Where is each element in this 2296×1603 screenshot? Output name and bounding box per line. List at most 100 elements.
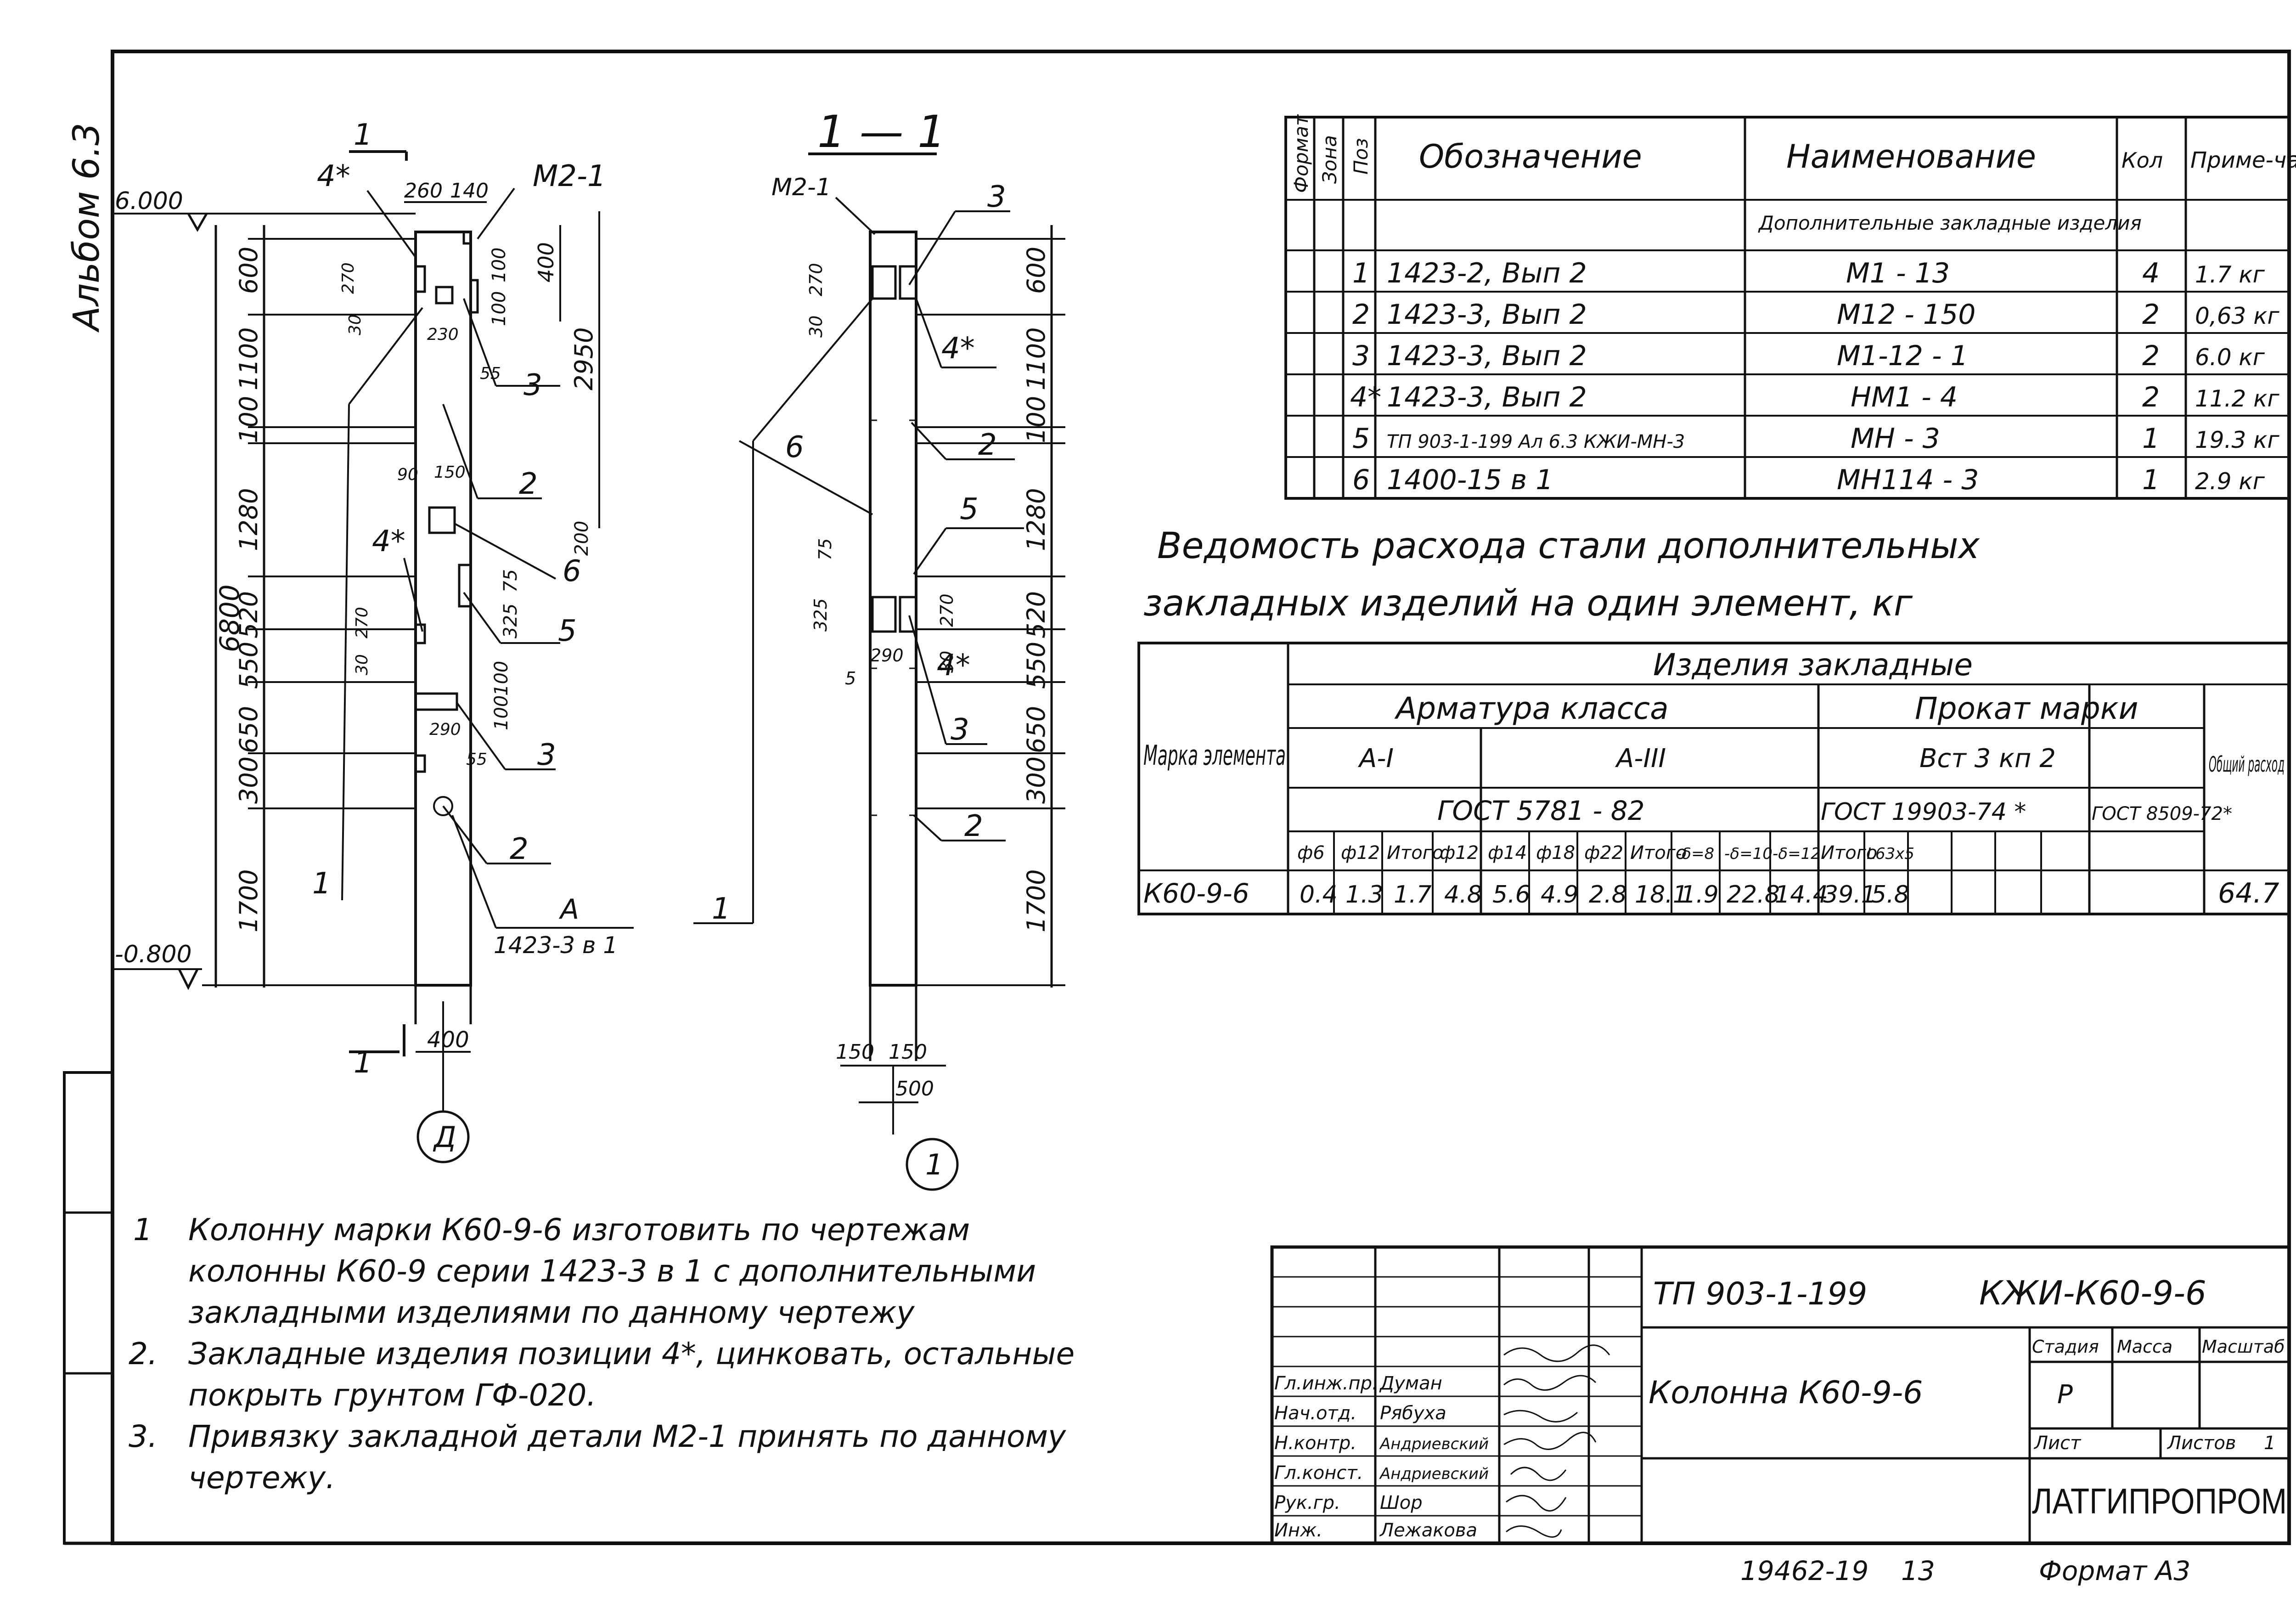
embed-plate <box>462 231 472 245</box>
small-dim: 290 <box>429 720 461 739</box>
callout-label: M2-1 <box>533 159 606 193</box>
svg-text:64.7: 64.7 <box>2218 877 2279 909</box>
spec-cell: HM1 - 4 <box>1851 381 1958 413</box>
callout-label: 3 <box>537 738 556 772</box>
svg-text:-δ=10: -δ=10 <box>1724 845 1773 863</box>
axis-label: Д <box>433 1120 456 1154</box>
callout-label: 4* <box>372 525 405 559</box>
section-mark-top: 1 <box>354 118 372 152</box>
spec-header: Формат <box>1290 114 1312 193</box>
small-dim: 270 <box>353 607 371 638</box>
note-number: 1 <box>133 1212 152 1247</box>
column-elevation: 6800 600 1100 100 1280 520 550 650 300 1… <box>113 118 634 1163</box>
spec-cell: 1.7 кг <box>2195 261 2265 288</box>
binding-strip <box>63 1071 114 1545</box>
svg-text:22.8: 22.8 <box>1727 881 1780 909</box>
callout-label: 2 <box>519 467 538 501</box>
spec-header: Поз <box>1350 138 1372 175</box>
svg-text:1100: 1100 <box>234 327 263 390</box>
section-title: 1 — 1 <box>817 106 945 158</box>
callout-label: 5 <box>558 614 577 648</box>
svg-text:1280: 1280 <box>1022 488 1051 551</box>
section-left-dim: 5 <box>845 668 856 689</box>
embed-plate <box>414 265 426 293</box>
svg-text:Итого: Итого <box>1630 842 1687 864</box>
spec-cell: 1423-3, Вып 2 <box>1387 340 1587 372</box>
spec-cell: 2.9 кг <box>2195 468 2265 495</box>
svg-text:Итого: Итого <box>1387 842 1443 864</box>
section-left-dim: 270 <box>806 263 826 296</box>
section-left-dim: 30 <box>806 316 826 338</box>
small-dim: 55 <box>480 364 501 383</box>
spec-cell: 11.2 кг <box>2195 385 2279 412</box>
section-inner-dim: 30 <box>937 651 957 673</box>
steel-gost: ГОСТ 8509-72* <box>2092 803 2232 824</box>
staff-name: Андриевский <box>1379 1435 1489 1453</box>
section-callout: 4* <box>937 649 970 683</box>
svg-text:600: 600 <box>234 247 263 294</box>
steel-gost: ГОСТ 19903-74 * <box>1821 798 2026 826</box>
svg-text:ф14: ф14 <box>1488 842 1527 864</box>
steel-class: A-III <box>1615 744 1666 773</box>
inventory-number: 19462-19 <box>1740 1555 1868 1586</box>
note-text: закладными изделиями по данному чертежу <box>188 1295 915 1330</box>
elevation-bottom: -0.800 <box>115 941 192 968</box>
callout-label: 3 <box>523 368 542 402</box>
svg-text:ф22: ф22 <box>1584 842 1623 864</box>
dim-right: 100 <box>491 661 512 696</box>
svg-text:4.8: 4.8 <box>1444 881 1482 909</box>
dim-right: 100 <box>489 248 510 282</box>
note-number: 3. <box>129 1419 158 1454</box>
svg-text:100: 100 <box>234 396 263 443</box>
callout-label: 2 <box>510 832 529 866</box>
spec-cell: MH - 3 <box>1851 423 1940 455</box>
section-plate <box>871 596 897 633</box>
dim-right: 2950 <box>569 327 598 390</box>
dim-right: 325 <box>500 604 521 638</box>
section-inner-dim: 270 <box>937 593 957 627</box>
svg-text:600: 600 <box>1022 247 1051 294</box>
spec-cell: 1 <box>1352 257 1370 289</box>
spec-cell: 1423-3, Вып 2 <box>1387 299 1587 331</box>
dim-right: 200 <box>571 521 592 556</box>
stage-header: Стадия <box>2032 1337 2099 1357</box>
note-text: покрыть грунтом ГФ-020. <box>188 1377 596 1413</box>
embed-plate <box>414 754 426 773</box>
section-bottom-dim: 500 <box>895 1077 934 1101</box>
svg-text:-δ=8: -δ=8 <box>1676 845 1714 863</box>
steel-class: A-I <box>1358 744 1394 773</box>
section-bottom-dim: 150 <box>889 1040 927 1064</box>
svg-text:Итого: Итого <box>1821 842 1877 864</box>
steel-gost: ГОСТ 5781 - 82 <box>1437 795 1645 826</box>
top-width: 260 <box>404 179 443 203</box>
steel-title-1: Ведомость расхода стали дополнительных <box>1157 525 1980 567</box>
svg-text:1700: 1700 <box>234 869 263 932</box>
total-dim: 6800 <box>214 584 245 652</box>
project-code: ТП 903-1-199 <box>1653 1276 1867 1312</box>
spec-cell: 1423-3, Вып 2 <box>1387 381 1587 413</box>
svg-text:550: 550 <box>1022 642 1051 689</box>
section-callout: 6 <box>785 430 804 464</box>
axis-bubble <box>416 1110 470 1163</box>
spec-header: Приме-чание <box>2190 147 2296 173</box>
section-left-dim: 290 <box>870 645 904 666</box>
spec-cell: 1 <box>2142 423 2160 455</box>
signatures <box>1503 1344 1610 1538</box>
staff-role: Инж. <box>1274 1520 1322 1541</box>
spec-cell: 3 <box>1352 340 1370 372</box>
note-number: 2. <box>129 1336 158 1372</box>
stage-value: Р <box>2057 1380 2073 1410</box>
spec-cell: 2 <box>1352 299 1370 331</box>
top-width: 140 <box>450 179 489 203</box>
format-label: Формат А3 <box>2039 1555 2190 1586</box>
detail-label: А <box>558 893 579 926</box>
svg-text:1700: 1700 <box>1022 869 1051 932</box>
small-dim: 90 <box>397 465 418 484</box>
section-plate <box>899 596 917 633</box>
section-mark: M2-1 <box>771 174 831 201</box>
embed-plate <box>435 286 454 305</box>
steel-header: Общий расход <box>2209 752 2285 777</box>
spec-header: Кол <box>2122 148 2163 173</box>
section-plate <box>871 265 897 300</box>
section-outline <box>869 231 917 987</box>
